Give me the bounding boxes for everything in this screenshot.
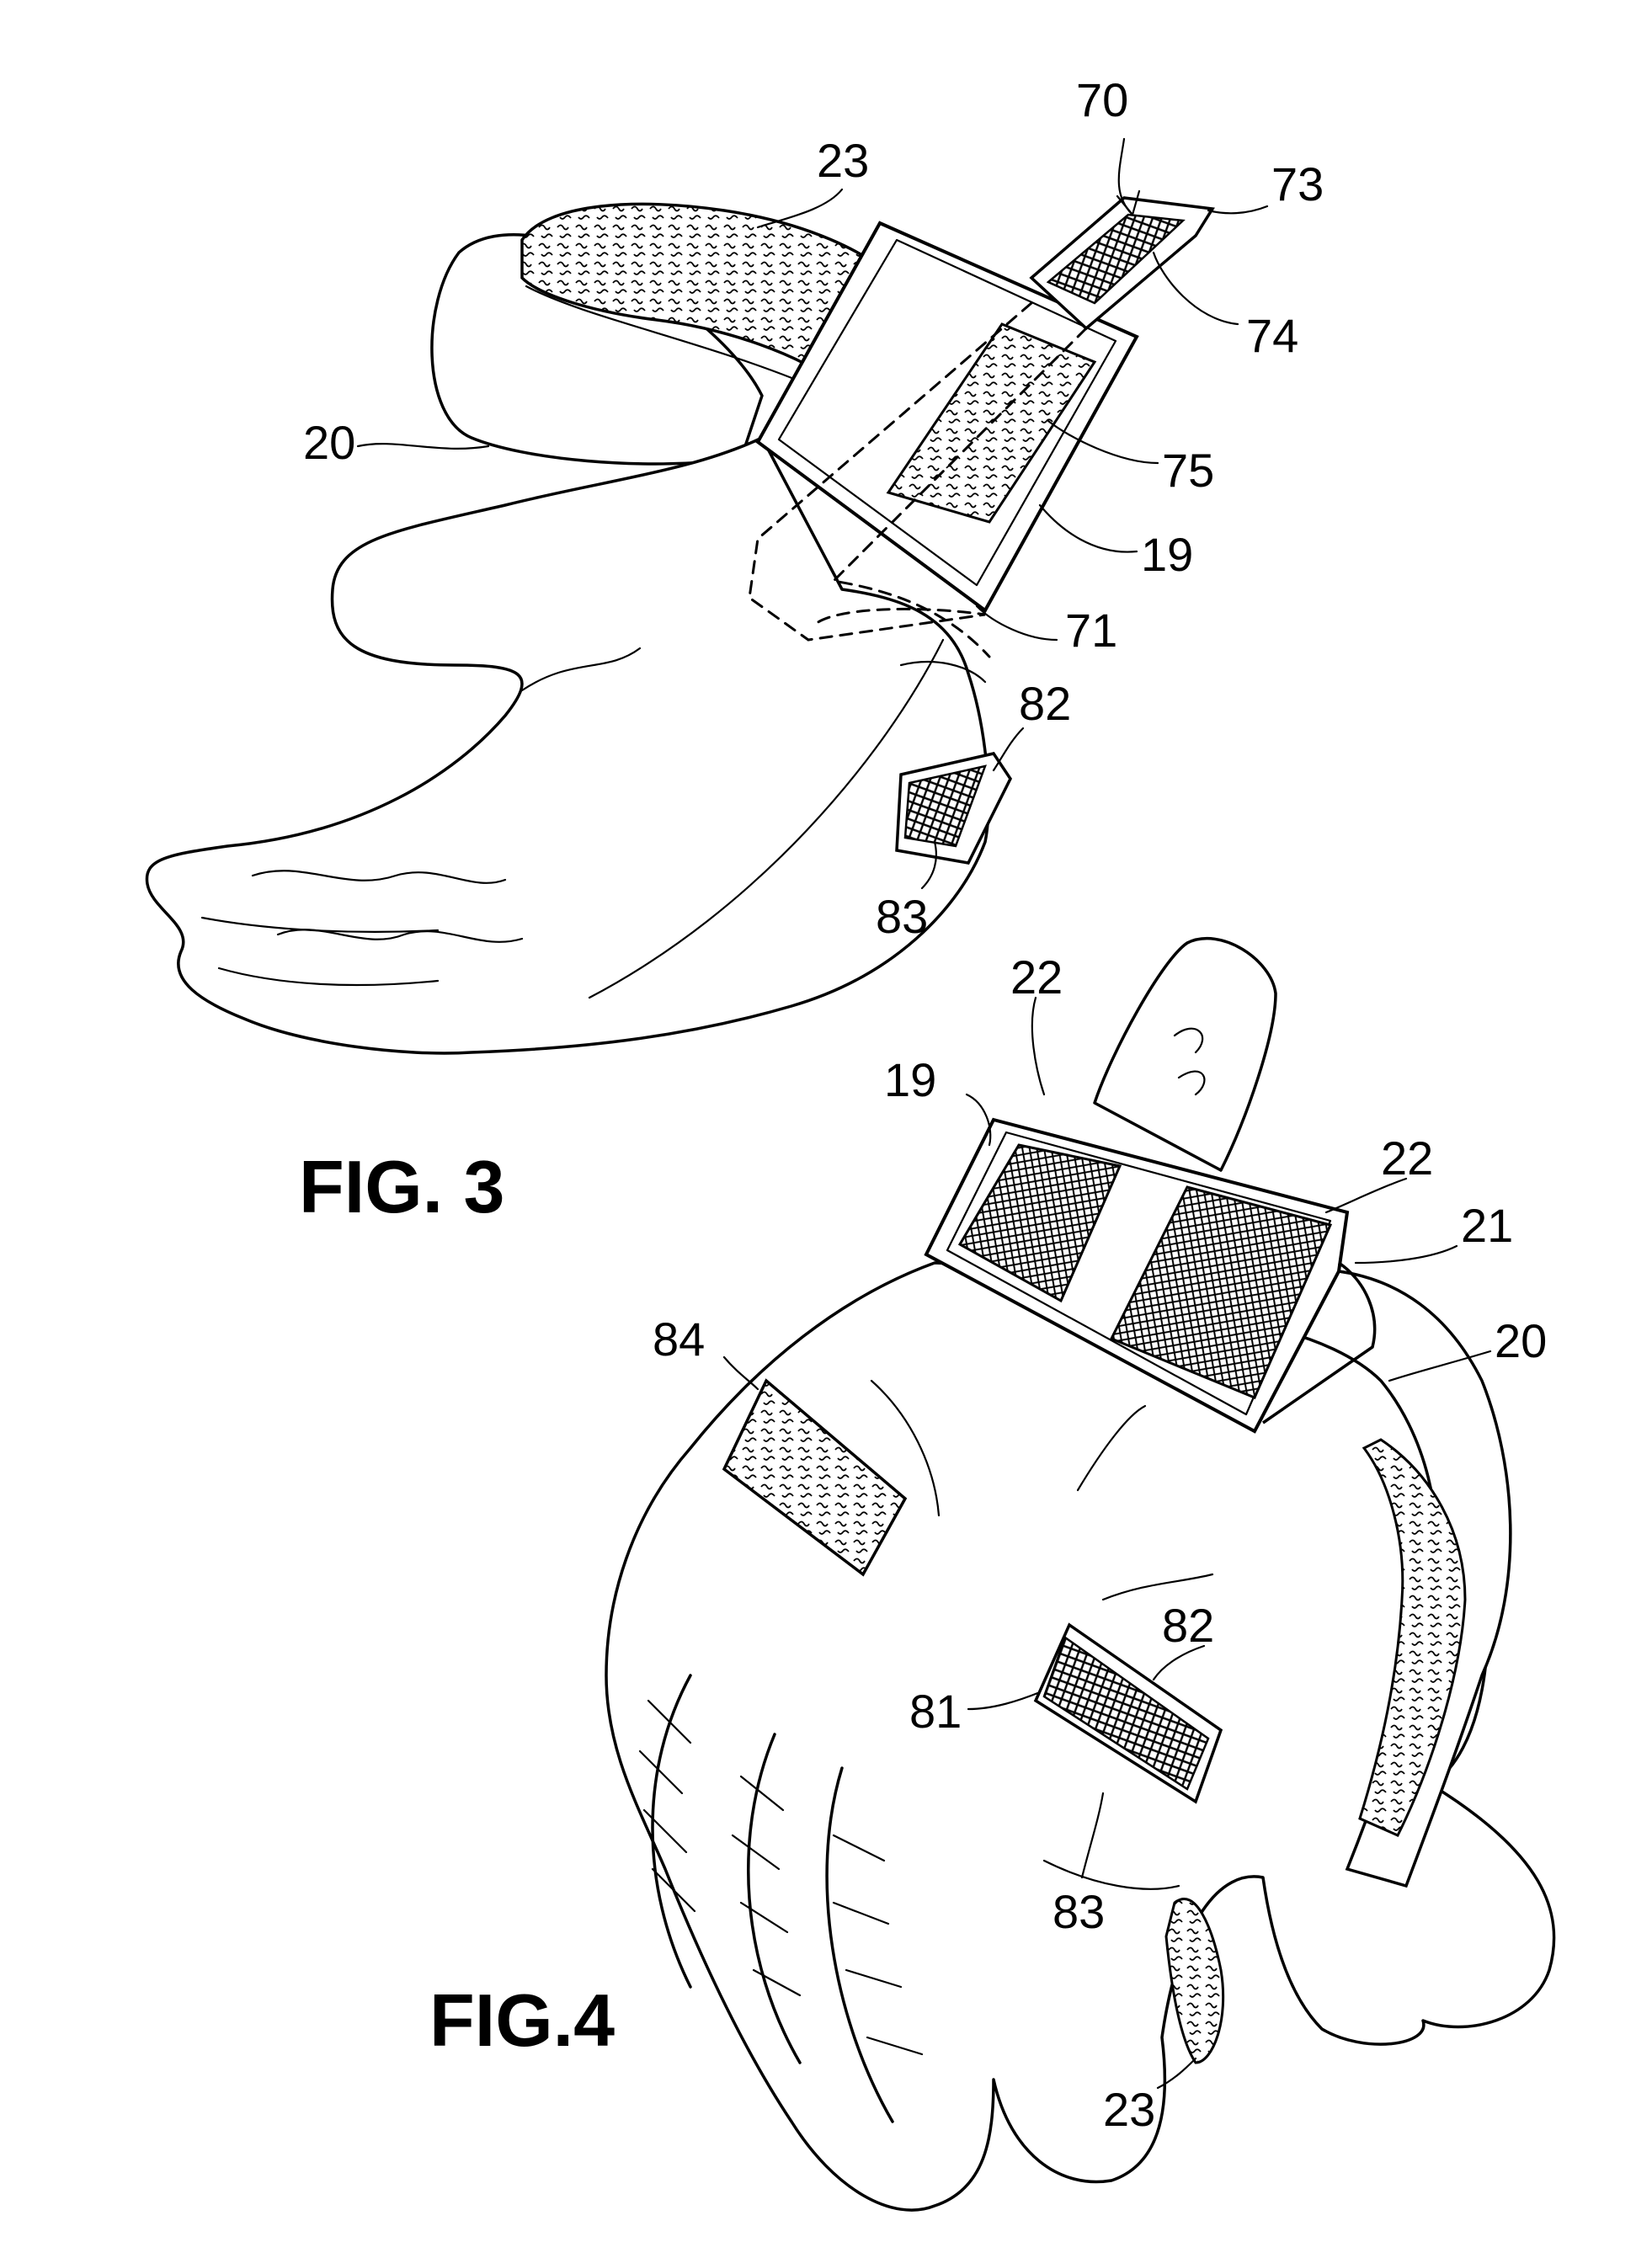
fig4-finger-divider-3: [825, 1766, 894, 2123]
fig3-label-75: 75: [1162, 444, 1214, 497]
fig4-loop-patch-23: [1358, 1438, 1467, 1837]
fig4-thumb: [1093, 937, 1277, 1172]
fig4-label-83: 83: [1052, 1885, 1105, 1938]
fig3-palm-line: [520, 647, 642, 692]
fig4-band-19: [924, 1117, 1377, 1434]
fig4-label-23: 23: [1103, 2083, 1155, 2136]
figure-3-glove-drawing: [145, 196, 1215, 1055]
fig3-strap-23-edge: [525, 285, 835, 397]
fig4-crease-3: [1101, 1573, 1214, 1601]
fig4-finger-lines-1: [638, 1699, 696, 1913]
fig4-finger-lines-3: [832, 1834, 924, 2056]
fig4-label-81: 81: [909, 1685, 962, 1738]
fig4-reference-numerals: 22 19 22 21 84 20 82 81 83 23: [653, 951, 1547, 2136]
fig4-tab-82: [1033, 1622, 1223, 1804]
fig3-tab-82: [895, 752, 1013, 865]
fig3-patch-74: [1046, 213, 1186, 305]
fig4-finger-divider-2: [747, 1733, 802, 2064]
fig3-label-71: 71: [1065, 604, 1117, 657]
fig4-band-tail-21: [1262, 1261, 1377, 1425]
fig3-label-82: 82: [1019, 677, 1071, 730]
fig3-hidden-strap-71b: [830, 327, 1088, 658]
fig3-caption: FIG. 3: [299, 1145, 505, 1228]
fig3-label-19: 19: [1141, 528, 1193, 581]
fig3-finger-crease-3: [251, 870, 507, 884]
fig3-glove-body: [145, 436, 990, 1055]
fig3-leaders: [356, 137, 1269, 890]
fig4-label-19: 19: [884, 1053, 936, 1106]
fig3-strap-70: [1029, 196, 1215, 331]
figure-4-glove-drawing: [605, 937, 1556, 2212]
fig3-label-83: 83: [876, 890, 928, 943]
fig3-label-73: 73: [1271, 157, 1324, 210]
fig4-finger-divider-1: [651, 1674, 692, 1989]
fig3-reference-numerals: 70 23 73 74 20 75 19 71 82 83: [303, 73, 1324, 943]
fig4-label-82: 82: [1162, 1599, 1214, 1652]
fig4-patch-84: [722, 1378, 908, 1577]
fig4-finger-lines-2: [731, 1775, 802, 1997]
fig3-label-74: 74: [1246, 309, 1298, 362]
fig4-leaders: [722, 996, 1492, 2090]
fig4-patch-83: [1042, 1636, 1210, 1791]
fig4-label-22b: 22: [1381, 1132, 1433, 1185]
fig3-label-23: 23: [817, 134, 869, 187]
fig4-caption: FIG.4: [429, 1978, 615, 2062]
fig3-label-70: 70: [1076, 73, 1128, 126]
fig3-finger-crease-4: [276, 929, 524, 943]
fig4-thumb-creases: [1173, 1027, 1206, 1096]
fig4-crease-1: [870, 1379, 941, 1517]
fig4-label-21: 21: [1461, 1199, 1513, 1252]
fig4-label-20: 20: [1495, 1314, 1547, 1367]
fig3-label-20: 20: [303, 416, 355, 469]
fig4-crease-2: [1076, 1404, 1147, 1492]
fig4-hook-patch-22-left: [957, 1143, 1122, 1303]
fig4-loop-patch-23-lower: [1164, 1898, 1225, 2064]
fig4-label-84: 84: [653, 1313, 705, 1366]
fig3-cuff-line: [588, 638, 945, 999]
fig3-wrist-line: [899, 660, 987, 684]
fig3-finger-crease-2: [217, 967, 440, 987]
fig4-strap-20: [1276, 1270, 1512, 1888]
fig4-hook-patch-22-right: [1109, 1185, 1333, 1399]
fig4-knuckle-line: [1042, 1859, 1180, 1890]
fig4-label-22a: 22: [1010, 951, 1063, 1004]
